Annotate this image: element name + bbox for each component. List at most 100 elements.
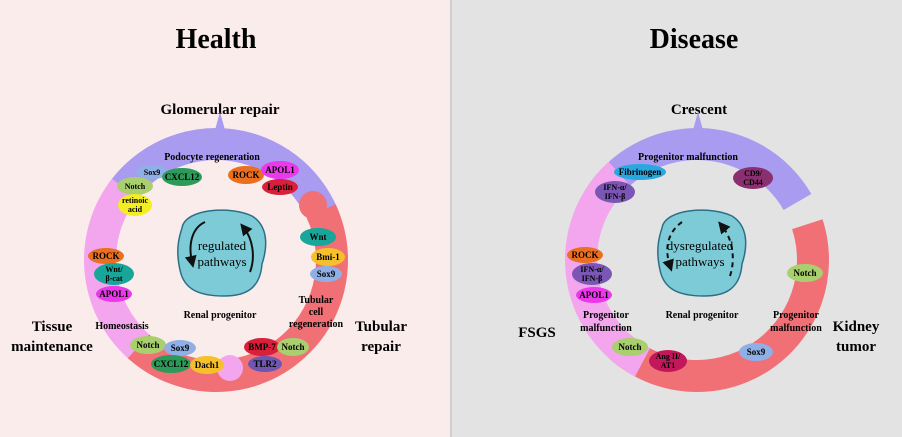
- tubular-repair-label-2: repair: [361, 339, 401, 355]
- badge: Notch: [130, 336, 166, 354]
- podocyte-regeneration-label: Podocyte regeneration: [164, 152, 260, 163]
- svg-text:IFN-α/: IFN-α/: [580, 265, 604, 274]
- tubular-regeneration-label-1: Tubular: [299, 295, 334, 306]
- badge: Ang II/AT1: [649, 350, 687, 372]
- svg-text:Notch: Notch: [282, 342, 305, 352]
- progenitor-malfunction-left-label-1: Progenitor: [583, 310, 629, 321]
- badge: TLR2: [248, 356, 282, 372]
- fsgs-label: FSGS: [518, 325, 556, 341]
- svg-text:retinoic: retinoic: [122, 196, 149, 205]
- disease-diagram: Disease Crescent FSGS Kidney tumor Proge…: [518, 24, 880, 393]
- svg-text:Sox9: Sox9: [317, 269, 336, 279]
- svg-text:β-cat: β-cat: [105, 274, 122, 283]
- crescent-segment: [585, 128, 812, 210]
- progenitor-malfunction-left-label-2: malfunction: [580, 323, 632, 334]
- svg-text:Sox9: Sox9: [747, 347, 766, 357]
- badge: ROCK: [228, 166, 264, 184]
- kidney-tumor-label-2: tumor: [836, 339, 876, 355]
- homeostasis-segment: [83, 178, 150, 359]
- cycle-arrow-icon: [184, 221, 206, 268]
- badge: Notch: [612, 338, 648, 356]
- fsgs-segment: [565, 161, 651, 377]
- badge: Fibrinogen: [614, 164, 666, 180]
- broken-cycle-arrow-icon: [718, 221, 734, 277]
- svg-text:Notch: Notch: [619, 342, 642, 352]
- health-diagram: Health Glomerular repair Tubular repair …: [11, 24, 407, 393]
- progenitor-malfunction-right-label-1: Progenitor: [773, 310, 819, 321]
- badge: CXCL12: [162, 168, 202, 186]
- svg-text:TLR2: TLR2: [253, 359, 277, 369]
- svg-text:Wnt/: Wnt/: [105, 265, 123, 274]
- panel-divider: [450, 0, 452, 437]
- renal-progenitor-label: Renal progenitor: [184, 310, 257, 321]
- svg-text:Bmi-1: Bmi-1: [316, 252, 340, 262]
- svg-text:CXCL12: CXCL12: [165, 172, 200, 182]
- badge: CD9/CD44: [733, 167, 773, 189]
- svg-text:APOL1: APOL1: [579, 290, 609, 300]
- badge: APOL1: [96, 286, 132, 302]
- crescent-arrow: [693, 112, 703, 130]
- badge: APOL1: [576, 287, 612, 303]
- badge: Notch: [277, 338, 309, 356]
- broken-cycle-arrow-icon: [662, 221, 683, 272]
- svg-text:APOL1: APOL1: [99, 289, 129, 299]
- badge: Wnt/β-cat: [94, 263, 134, 285]
- svg-text:acid: acid: [128, 205, 143, 214]
- svg-text:ROCK: ROCK: [233, 170, 260, 180]
- svg-text:Notch: Notch: [794, 268, 817, 278]
- badge: IFN-α/IFN-β: [595, 181, 635, 203]
- glomerular-repair-label: Glomerular repair: [160, 102, 279, 118]
- svg-text:CXCL12: CXCL12: [154, 359, 189, 369]
- svg-text:CD9/: CD9/: [744, 169, 763, 178]
- puzzle-knob: [217, 355, 243, 381]
- progenitor-malfunction-right-label-2: malfunction: [770, 323, 822, 334]
- svg-text:Sox9: Sox9: [171, 343, 190, 353]
- tumor-segment: [608, 219, 830, 393]
- svg-text:Wnt: Wnt: [309, 232, 326, 242]
- badge: Sox9: [310, 266, 342, 282]
- badge: Bmi-1: [311, 248, 345, 266]
- disease-title: Disease: [650, 24, 739, 55]
- svg-text:Leptin: Leptin: [267, 182, 293, 192]
- svg-text:CD44: CD44: [743, 178, 763, 187]
- health-title: Health: [176, 24, 257, 55]
- badge: Sox9: [739, 343, 773, 361]
- svg-text:IFN-β: IFN-β: [605, 192, 626, 201]
- svg-text:Notch: Notch: [137, 340, 160, 350]
- badge: Notch: [117, 177, 153, 195]
- tissue-maintenance-label-2: maintenance: [11, 339, 93, 355]
- center-label-2: pathways: [197, 254, 246, 269]
- homeostasis-label: Homeostasis: [95, 321, 148, 332]
- svg-text:IFN-α/: IFN-α/: [603, 183, 627, 192]
- badge: IFN-α/IFN-β: [572, 263, 612, 285]
- center-label-1: dysregulated: [667, 238, 734, 253]
- svg-text:Notch: Notch: [125, 182, 146, 191]
- svg-text:BMP-7: BMP-7: [248, 342, 276, 352]
- badge: Leptin: [262, 179, 298, 195]
- tubular-regeneration-label-3: regeneration: [289, 319, 344, 330]
- svg-text:Sox9: Sox9: [144, 168, 160, 177]
- badge: Sox9: [164, 340, 196, 356]
- puzzle-knob: [299, 191, 327, 219]
- center-label-1: regulated: [198, 238, 247, 253]
- svg-text:Dach1: Dach1: [195, 360, 220, 370]
- badge: Dach1: [190, 356, 224, 374]
- svg-text:Fibrinogen: Fibrinogen: [619, 167, 662, 177]
- tubular-repair-label-1: Tubular: [355, 319, 407, 335]
- center-label-2: pathways: [675, 254, 724, 269]
- svg-text:AT1: AT1: [661, 361, 676, 370]
- badge: CXCL12: [151, 355, 191, 373]
- svg-text:APOL1: APOL1: [265, 165, 295, 175]
- tubular-regeneration-label-2: cell: [309, 307, 324, 318]
- cycle-arrow-icon: [240, 223, 254, 273]
- badge: Notch: [787, 264, 823, 282]
- badge: Wnt: [300, 228, 336, 246]
- svg-text:Ang II/: Ang II/: [656, 352, 681, 361]
- crescent-label: Crescent: [671, 102, 727, 118]
- progenitor-malfunction-top-label: Progenitor malfunction: [638, 152, 738, 163]
- svg-text:IFN-β: IFN-β: [582, 274, 603, 283]
- badge: APOL1: [261, 161, 299, 179]
- badge: Sox9: [136, 165, 168, 179]
